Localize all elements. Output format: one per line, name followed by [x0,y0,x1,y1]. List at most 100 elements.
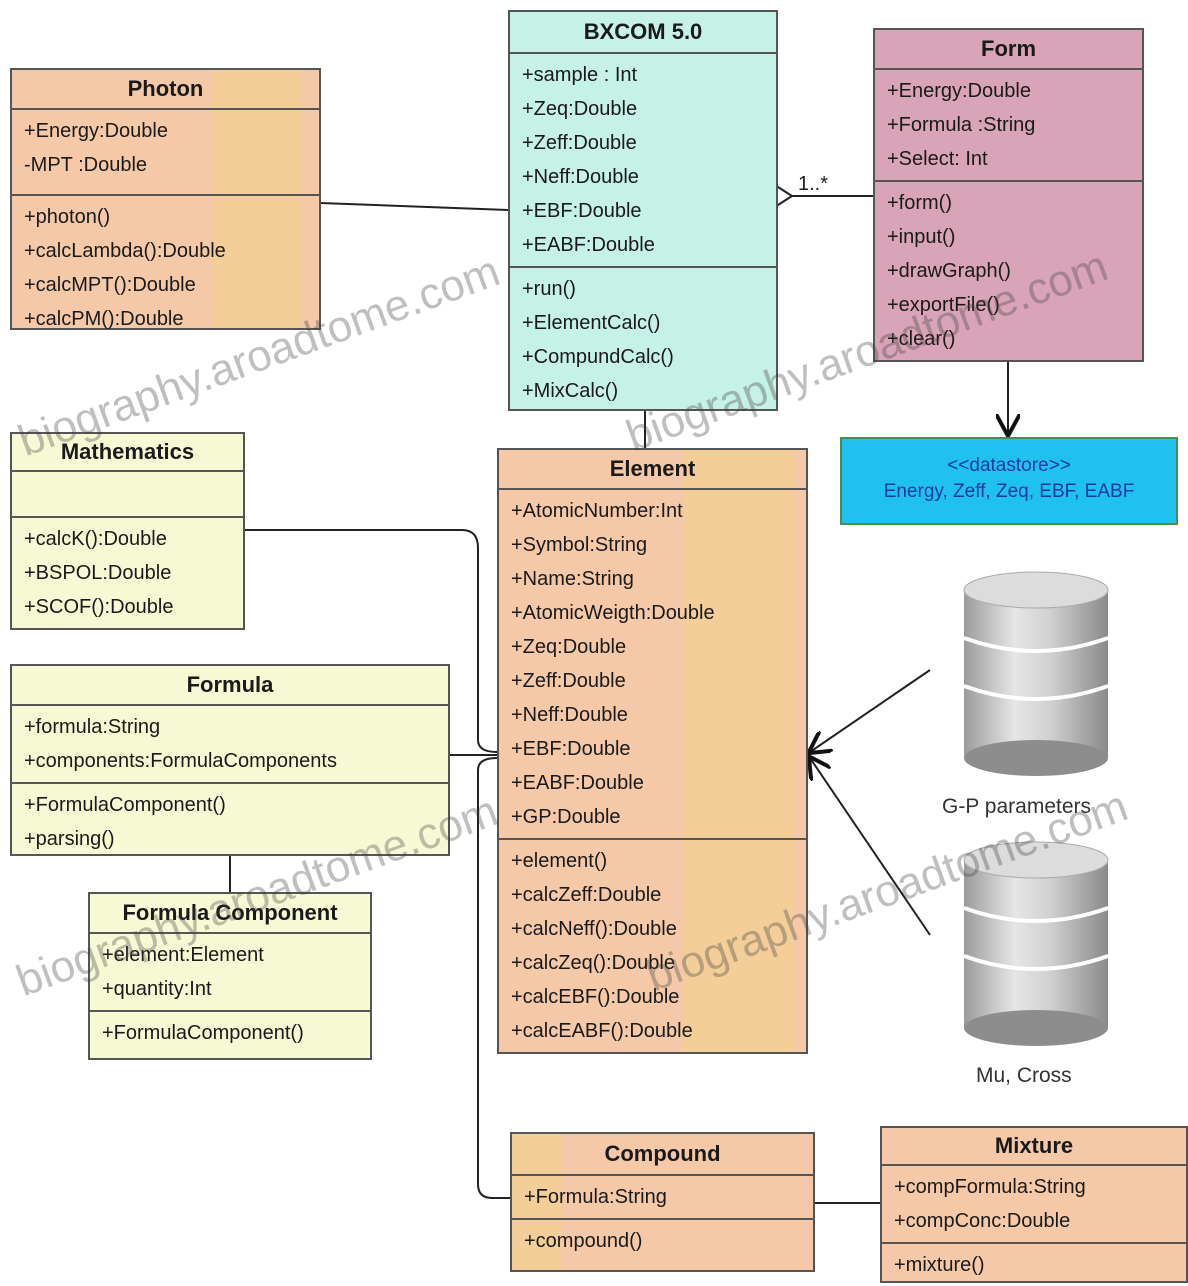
class-title: Form [875,30,1142,70]
operation: +exportFile() [887,294,1000,316]
operation: +parsing() [24,828,115,850]
attribute: +EBF:Double [522,200,642,222]
class-title: Mixture [882,1128,1186,1166]
attribute: +Formula:String [524,1186,667,1208]
attribute: +Select: Int [887,148,988,170]
class-formula: Formula +formula:String +components:Form… [10,664,450,856]
operation: +calcLambda():Double [24,240,226,262]
class-element: Element +AtomicNumber:Int +Symbol:String… [497,448,808,1054]
operation: +calcK():Double [24,528,167,550]
attribute: +Formula :String [887,114,1036,136]
operations-section: +FormulaComponent() [90,1012,370,1054]
database-icon [963,571,1109,776]
class-title: Formula Component [90,894,370,934]
operation: +clear() [887,328,956,350]
attribute: +Zeq:Double [522,98,638,120]
attribute: +Zeff:Double [511,670,626,692]
attribute: +Name:String [511,568,634,590]
attribute: +AtomicNumber:Int [511,500,683,522]
gp-db-arrow [810,669,931,752]
attribute: +Zeq:Double [511,636,627,658]
operation: +calcZeff:Double [511,884,662,906]
attribute: +compConc:Double [894,1210,1071,1232]
operation: +CompundCalc() [522,346,674,368]
datastore-box: <<datastore>> Energy, Zeff, Zeq, EBF, EA… [840,437,1178,525]
operation: +form() [887,192,952,214]
attributes-section: +element:Element +quantity:Int [90,934,370,1012]
operations-section: +calcK():Double +BSPOL:Double +SCOF():Do… [12,518,243,628]
multiplicity-form-end: 1..* [798,173,828,195]
attribute: +quantity:Int [102,978,212,1000]
operation: +run() [522,278,576,300]
mu-db-arrow [810,758,931,936]
operation: +calcMPT():Double [24,274,196,296]
attribute: +EBF:Double [511,738,631,760]
operations-section: +element() +calcZeff:Double +calcNeff():… [499,840,806,1052]
operations-section: +run() +ElementCalc() +CompundCalc() +Mi… [510,268,776,412]
operation: +element() [511,850,608,872]
operation: +MixCalc() [522,380,619,402]
class-photon: Photon +Energy:Double -MPT :Double +phot… [10,68,321,330]
class-title: BXCOM 5.0 [510,12,776,54]
attribute: +GP:Double [511,806,621,828]
operation: +photon() [24,206,111,228]
class-compound: Compound +Formula:String +compound() [510,1132,815,1272]
class-mathematics: Mathematics +calcK():Double +BSPOL:Doubl… [10,432,245,630]
operation: +FormulaComponent() [24,794,226,816]
operations-section: +photon() +calcLambda():Double +calcMPT(… [12,196,319,340]
operation: +FormulaComponent() [102,1022,304,1044]
highlight-band [512,1134,562,1270]
attribute: +Zeff:Double [522,132,637,154]
class-title: Photon [12,70,319,110]
class-title: Element [499,450,806,490]
attributes-section: +sample : Int +Zeq:Double +Zeff:Double +… [510,54,776,268]
attribute: +compFormula:String [894,1176,1086,1198]
operation: +mixture() [894,1254,985,1276]
operation: +SCOF():Double [24,596,174,618]
attribute: +element:Element [102,944,264,966]
attributes-section: +Formula:String [512,1176,813,1220]
operation: +calcPM():Double [24,308,184,330]
operation: +calcZeq():Double [511,952,675,974]
datastore-stereotype: <<datastore>> [947,455,1071,476]
photon-bxcom-link [319,202,509,211]
operation: +calcEABF():Double [511,1020,693,1042]
operations-section: +compound() [512,1220,813,1262]
operation: +calcEBF():Double [511,986,680,1008]
highlight-band [212,70,302,328]
attribute: +Neff:Double [511,704,628,726]
operations-section: +form() +input() +drawGraph() +exportFil… [875,182,1142,360]
attribute: +EABF:Double [511,772,644,794]
mathematics-element-link [245,529,498,753]
operations-section: +mixture() [882,1244,1186,1286]
attribute: +Energy:Double [887,80,1031,102]
operations-section: +FormulaComponent() +parsing() [12,784,448,860]
highlight-band [684,450,794,1052]
attribute: +Neff:Double [522,166,639,188]
class-form: Form +Energy:Double +Formula :String +Se… [873,28,1144,362]
attribute: +formula:String [24,716,161,738]
class-formula-component: Formula Component +element:Element +quan… [88,892,372,1060]
compound-element-link [477,757,510,1199]
operation: +BSPOL:Double [24,562,172,584]
class-title: Formula [12,666,448,706]
attribute: +Symbol:String [511,534,648,556]
database-icon [963,841,1109,1046]
operation: +calcNeff():Double [511,918,677,940]
operation: +input() [887,226,956,248]
attribute: +sample : Int [522,64,638,86]
attribute: +EABF:Double [522,234,655,256]
attributes-section: +Energy:Double +Formula :String +Select:… [875,70,1142,182]
attribute: +components:FormulaComponents [24,750,337,772]
attributes-section: +formula:String +components:FormulaCompo… [12,706,448,784]
operation: +drawGraph() [887,260,1011,282]
class-mixture: Mixture +compFormula:String +compConc:Do… [880,1126,1188,1283]
attribute: +AtomicWeigth:Double [511,602,715,624]
class-title: Mathematics [12,434,243,472]
attributes-section: +AtomicNumber:Int +Symbol:String +Name:S… [499,490,806,840]
attribute: +Energy:Double [24,120,168,142]
operation: +compound() [524,1230,643,1252]
database-label: G-P parameters [942,795,1091,818]
attribute: -MPT :Double [24,154,148,176]
